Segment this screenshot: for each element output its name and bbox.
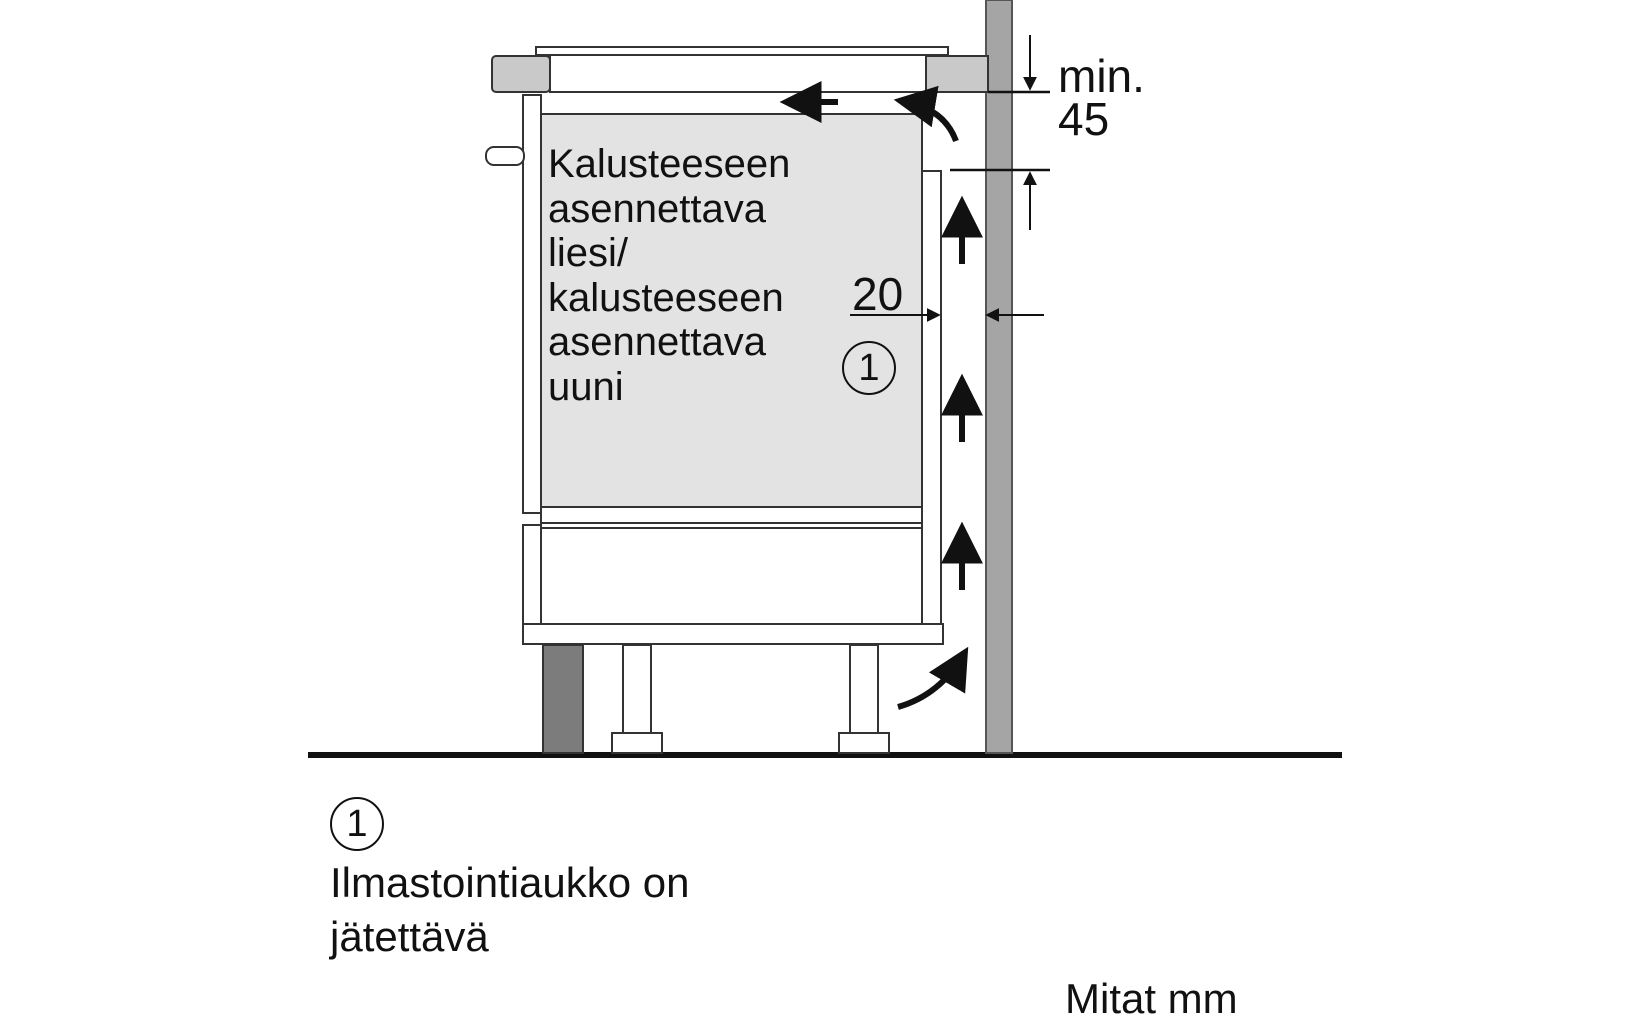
appliance-label: Kalusteeseen asennettava liesi/ kalustee… <box>548 142 790 409</box>
oven-knob <box>485 146 525 166</box>
cabinet-base <box>522 623 944 645</box>
airflow-arrow-curve-top <box>893 85 959 143</box>
hob-body <box>549 51 927 93</box>
airflow-arrow-inlet <box>897 646 969 710</box>
leg-right-foot <box>838 732 890 754</box>
leg-left-foot <box>611 732 663 754</box>
appliance-label-line: kalusteeseen <box>548 275 784 320</box>
cabinet-rear-panel <box>921 170 942 626</box>
countertop-left <box>491 55 551 93</box>
cabinet-drawer <box>540 527 923 625</box>
appliance-label-line: asennettava <box>548 186 766 231</box>
dimension-side-gap-value: 20 <box>852 268 904 320</box>
callout-marker: 1 <box>842 341 896 395</box>
appliance-label-line: asennettava <box>548 320 766 364</box>
appliance-label-line: uuni <box>548 364 624 409</box>
plinth <box>542 644 584 754</box>
legend-line: Ilmastointiaukko on <box>330 859 690 906</box>
legend-text: Ilmastointiaukko on jätettävä <box>330 856 690 964</box>
leg-right <box>849 644 879 734</box>
legend-line: jätettävä <box>330 913 489 960</box>
appliance-label-line: liesi/ <box>548 231 629 275</box>
units-note: Mitat mm <box>1065 975 1238 1022</box>
cabinet-shelf <box>540 506 942 524</box>
cabinet-side-left <box>522 94 542 514</box>
countertop-right <box>925 55 989 93</box>
dimension-top-gap-value: 45 <box>1058 93 1110 145</box>
leg-left <box>622 644 652 734</box>
wall <box>985 0 1013 754</box>
appliance-label-line: Kalusteeseen <box>548 142 791 186</box>
hob-glass <box>535 46 949 56</box>
legend-callout-marker: 1 <box>330 797 384 851</box>
dimension-top-gap-label: min. <box>1058 50 1145 102</box>
